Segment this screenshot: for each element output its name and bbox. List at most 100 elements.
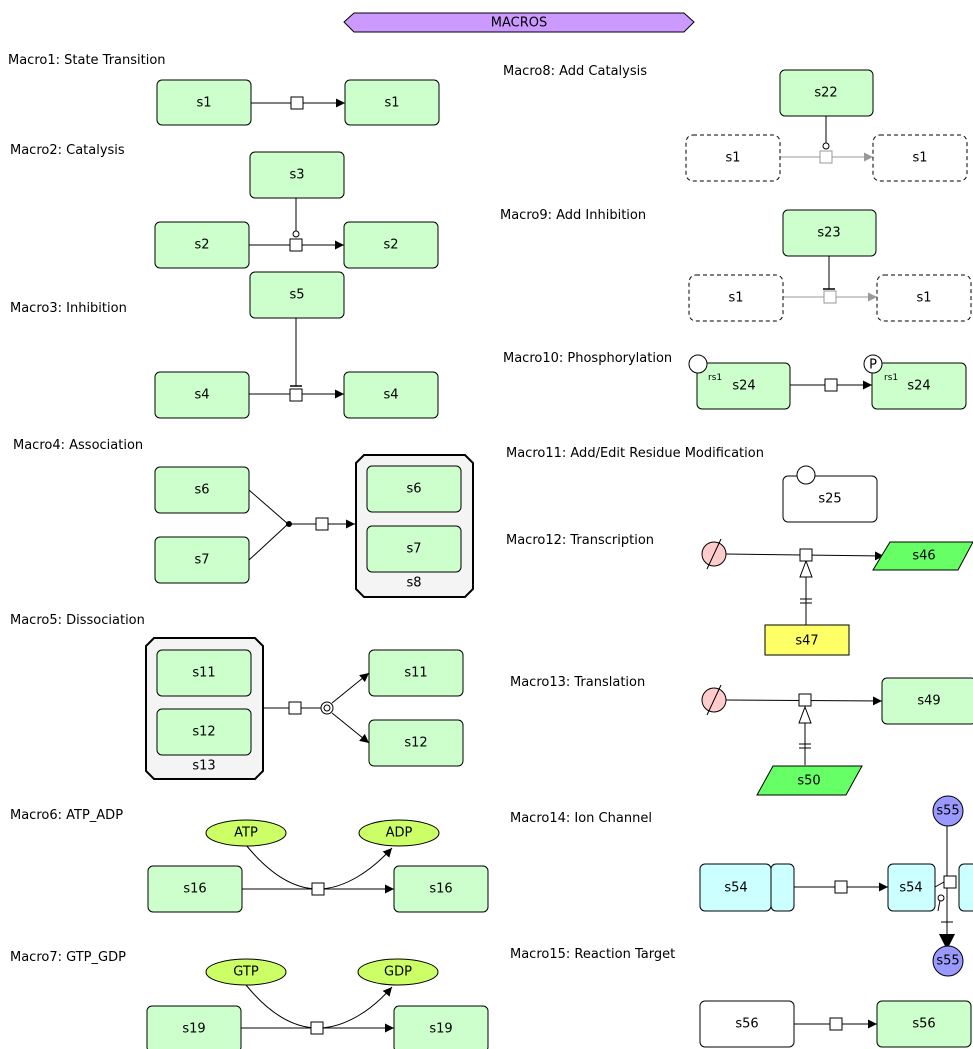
rna-s50[interactable] bbox=[756, 765, 863, 796]
macro15-reaction-target: s56 s56 bbox=[699, 1000, 972, 1048]
macro10-label: Macro10: Phosphorylation bbox=[503, 351, 672, 366]
species-s6-in-complex[interactable] bbox=[366, 465, 462, 513]
ion-channel-s54-open-gate[interactable] bbox=[958, 863, 973, 912]
simple-molecule-gtp[interactable] bbox=[205, 958, 287, 986]
process-node bbox=[288, 701, 302, 715]
species-label: s16 bbox=[183, 882, 206, 897]
species-label: s1 bbox=[725, 151, 740, 166]
species-s49[interactable] bbox=[881, 677, 973, 725]
ion-s55-target[interactable] bbox=[932, 945, 964, 977]
macro8-add-catalysis: s22 s1 s1 bbox=[685, 69, 968, 182]
species-label: s19 bbox=[429, 1022, 452, 1037]
species-s4-product[interactable] bbox=[343, 371, 439, 419]
macro11-residue-modification: s25 bbox=[782, 465, 878, 523]
species-s11-product[interactable] bbox=[368, 649, 464, 697]
species-s16-product[interactable] bbox=[393, 865, 489, 913]
species-label: GDP bbox=[384, 965, 412, 980]
macro12-transcription: s46 s47 bbox=[701, 538, 973, 656]
species-label: s2 bbox=[194, 238, 209, 253]
rna-s46[interactable] bbox=[872, 541, 973, 571]
residue-phosphorylated-icon bbox=[863, 354, 883, 374]
species-s24-product[interactable] bbox=[871, 362, 967, 410]
species-label: s55 bbox=[936, 804, 959, 819]
macro12-label: Macro12: Transcription bbox=[506, 533, 654, 548]
residue-empty-icon bbox=[688, 354, 708, 374]
macro4-label: Macro4: Association bbox=[13, 438, 143, 453]
process-node bbox=[834, 880, 848, 894]
species-s5[interactable] bbox=[249, 271, 345, 319]
simple-molecule-atp[interactable] bbox=[205, 819, 287, 847]
macro1-state-transition: s1 s1 bbox=[156, 79, 440, 126]
species-label: s49 bbox=[917, 694, 940, 709]
species-s12-in-complex[interactable] bbox=[156, 708, 252, 756]
macro10-phosphorylation: s24 rs1 s24 P rs1 bbox=[688, 354, 967, 410]
species-s19-reactant[interactable] bbox=[146, 1005, 242, 1049]
species-s11-in-complex[interactable] bbox=[156, 649, 252, 697]
ion-channel-s54-gate[interactable] bbox=[770, 863, 795, 912]
process-node bbox=[823, 290, 837, 304]
process-node bbox=[943, 875, 957, 889]
process-node bbox=[315, 517, 329, 531]
species-s6-reactant[interactable] bbox=[154, 466, 250, 514]
process-node bbox=[829, 1017, 843, 1031]
process-node bbox=[799, 548, 813, 562]
species-s1-reactant[interactable] bbox=[156, 79, 252, 126]
species-s19-product[interactable] bbox=[393, 1005, 489, 1049]
species-label: s1 bbox=[196, 96, 211, 111]
placeholder-s1-reactant[interactable] bbox=[685, 134, 781, 182]
macro7-label: Macro7: GTP_GDP bbox=[10, 950, 126, 965]
species-label: s12 bbox=[404, 736, 427, 751]
simple-molecule-gdp[interactable] bbox=[357, 958, 439, 986]
species-label: s46 bbox=[912, 549, 935, 564]
species-label: s12 bbox=[192, 725, 215, 740]
species-s1-product[interactable] bbox=[344, 79, 440, 126]
species-s7-in-complex[interactable] bbox=[366, 525, 462, 573]
macro5-label: Macro5: Dissociation bbox=[10, 613, 145, 628]
species-s56-product[interactable] bbox=[876, 1000, 972, 1048]
process-node bbox=[290, 96, 304, 110]
macro8-label: Macro8: Add Catalysis bbox=[503, 64, 647, 79]
species-s56-reactant[interactable] bbox=[699, 1000, 795, 1048]
species-s24-reactant[interactable] bbox=[696, 362, 791, 410]
macro7-gtp-gdp: GTP GDP s19 s19 bbox=[146, 958, 489, 1049]
placeholder-s1-reactant[interactable] bbox=[688, 274, 784, 322]
ion-channel-s54-open-body[interactable] bbox=[887, 863, 936, 912]
species-s4-reactant[interactable] bbox=[154, 371, 250, 419]
placeholder-s1-product[interactable] bbox=[872, 134, 968, 182]
residue-label: rs1 bbox=[708, 373, 722, 383]
gene-s47[interactable] bbox=[764, 624, 850, 656]
complex-label: s13 bbox=[192, 759, 215, 774]
complex-label: s8 bbox=[406, 576, 421, 591]
species-s2-reactant[interactable] bbox=[154, 221, 250, 269]
macros-banner: MACROS bbox=[343, 12, 695, 33]
species-s3[interactable] bbox=[249, 151, 345, 199]
species-label: s4 bbox=[194, 388, 209, 403]
residue-empty-icon bbox=[796, 465, 816, 485]
species-label: ADP bbox=[386, 826, 413, 841]
species-label: s1 bbox=[728, 291, 743, 306]
species-label: s11 bbox=[404, 666, 427, 681]
species-label: s19 bbox=[182, 1022, 205, 1037]
species-label: s1 bbox=[384, 96, 399, 111]
macro3-inhibition: s5 s4 s4 bbox=[154, 271, 439, 419]
simple-molecule-adp[interactable] bbox=[358, 819, 440, 847]
process-node bbox=[311, 882, 325, 896]
species-label: s54 bbox=[899, 881, 922, 896]
species-label: s11 bbox=[192, 666, 215, 681]
trigger-arrow bbox=[798, 705, 812, 724]
catalysis-marker bbox=[937, 894, 945, 902]
species-s2-product[interactable] bbox=[343, 221, 439, 269]
species-s12-product[interactable] bbox=[368, 719, 464, 767]
catalysis-marker bbox=[292, 230, 300, 238]
trigger-arrow bbox=[799, 559, 813, 578]
species-s25[interactable] bbox=[782, 475, 878, 523]
species-label: s3 bbox=[289, 168, 304, 183]
species-s23[interactable] bbox=[782, 209, 877, 257]
species-label: s50 bbox=[797, 774, 820, 789]
macro13-label: Macro13: Translation bbox=[510, 675, 645, 690]
species-s22[interactable] bbox=[779, 69, 874, 117]
species-s16-reactant[interactable] bbox=[147, 865, 243, 913]
placeholder-s1-product[interactable] bbox=[876, 274, 972, 322]
ion-s55-source[interactable] bbox=[932, 795, 964, 827]
species-s7-reactant[interactable] bbox=[154, 536, 250, 584]
